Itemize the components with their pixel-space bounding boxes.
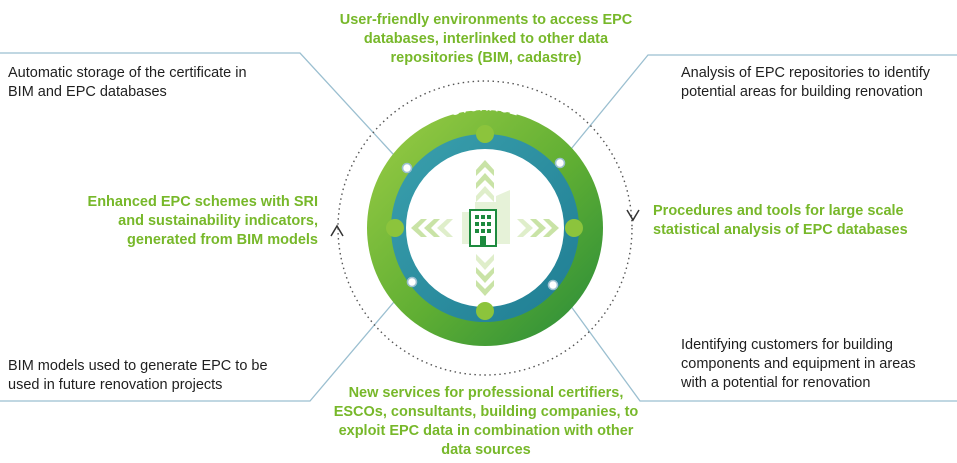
ring-nodes xyxy=(386,125,583,320)
dot-bottom-left xyxy=(406,276,418,288)
connector-top-left xyxy=(0,52,405,167)
callout-top-right: Analysis of EPC repositories to identify… xyxy=(681,65,931,100)
arrow-up-icon xyxy=(476,160,494,202)
callout-top: User-friendly environments to access EPC… xyxy=(339,12,633,66)
connector-lines xyxy=(0,52,957,402)
callout-bottom-left: BIM models used to generate EPC to be us… xyxy=(8,358,268,393)
chevron-up-icon xyxy=(330,224,344,237)
node-left xyxy=(386,219,404,237)
callout-bottom: New services for professional certifiers… xyxy=(333,385,639,458)
dotted-orbit xyxy=(337,80,633,376)
connector-bottom-left xyxy=(0,282,411,402)
arrow-right-icon xyxy=(517,219,559,237)
callout-bottom-right: Identifying customers for building compo… xyxy=(681,337,916,391)
arrow-down-icon xyxy=(476,254,494,296)
ring-label-storage: STORAGE xyxy=(450,100,521,119)
connector-top-right xyxy=(561,54,957,161)
arrow-left-icon xyxy=(411,219,453,237)
callout-right: Procedures and tools for large scale sta… xyxy=(653,203,908,238)
dot-bottom-right xyxy=(547,279,559,291)
connector-dots xyxy=(401,157,566,291)
ring-label-generation: GENERATION xyxy=(350,181,373,275)
node-bottom xyxy=(476,302,494,320)
callout-top-left: Automatic storage of the certificate in … xyxy=(8,65,247,100)
node-top xyxy=(476,125,494,143)
connector-bottom-right xyxy=(553,282,957,402)
ring-label-analysis: ANALYSIS xyxy=(601,192,620,264)
node-right xyxy=(565,219,583,237)
chevron-down-icon xyxy=(626,209,640,222)
dot-top-left xyxy=(401,162,413,174)
callout-left: Enhanced EPC schemes with SRI and sustai… xyxy=(87,194,318,248)
building-icon xyxy=(462,190,510,247)
dot-top-right xyxy=(554,157,566,169)
